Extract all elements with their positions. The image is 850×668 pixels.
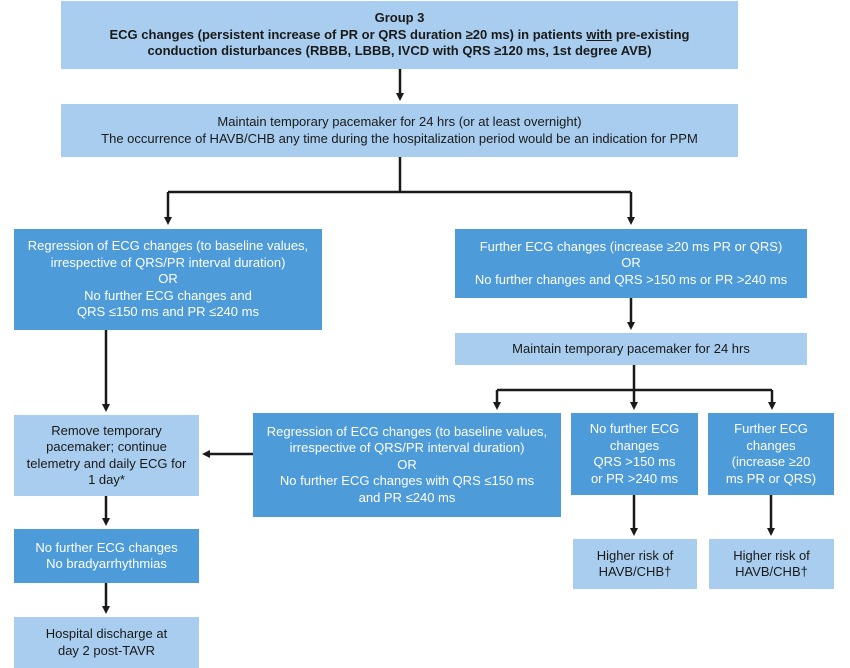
further-increase-line2: changes <box>746 437 796 453</box>
no-further-qrs-box: No further ECG changes QRS >150 ms or PR… <box>571 413 698 495</box>
higher-risk-1-line1: Higher risk of <box>596 547 674 563</box>
regression-mid-line5: and PR ≤240 ms <box>358 489 456 505</box>
remove-pacemaker-line2: pacemaker; continue <box>46 439 167 454</box>
regression-left-line2: irrespective of QRS/PR interval duration… <box>50 254 286 270</box>
regression-left-line4: No further ECG changes and <box>84 287 252 303</box>
higher-risk-2-line1: Higher risk of <box>733 547 810 563</box>
discharge-line2: day 2 post-TAVR <box>57 642 156 658</box>
regression-left-line1: Regression of ECG changes (to baseline v… <box>27 238 309 254</box>
discharge-box: Hospital discharge at day 2 post-TAVR <box>14 617 199 668</box>
further-changes-or: OR <box>621 255 641 271</box>
maintain-24-text: Maintain temporary pacemaker for 24 hrs <box>512 340 750 356</box>
group3-conditions: conduction disturbances (RBBB, LBBB, IVC… <box>147 43 652 59</box>
group3-criteria: ECG changes (persistent increase of PR o… <box>109 26 690 42</box>
no-further-qrs-line1: No further ECG <box>589 421 680 436</box>
higher-risk-box-1: Higher risk of HAVB/CHB† <box>573 539 697 589</box>
further-changes-line3: No further changes and QRS >150 ms or PR… <box>474 271 788 287</box>
remove-pacemaker-box: Remove temporary pacemaker; continue tel… <box>14 415 199 496</box>
no-brady-line2: No bradyarrhythmias <box>46 556 167 571</box>
further-increase-line4: ms PR or QRS) <box>725 470 817 486</box>
group3-box: Group 3 ECG changes (persistent increase… <box>61 1 738 69</box>
maintain-24-box: Maintain temporary pacemaker for 24 hrs <box>455 333 807 365</box>
group3-title: Group 3 <box>374 10 425 26</box>
further-increase-line3: (increase ≥20 <box>731 454 811 469</box>
maintain-overnight-line2: The occurrence of HAVB/CHB any time duri… <box>101 130 698 146</box>
regression-mid-or: OR <box>397 456 417 472</box>
regression-left-or: OR <box>158 271 178 287</box>
discharge-line1: Hospital discharge at <box>45 626 168 641</box>
higher-risk-1-line2: HAVB/CHB† <box>598 564 672 579</box>
regression-mid-box: Regression of ECG changes (to baseline v… <box>253 413 561 517</box>
remove-pacemaker-line3: telemetry and daily ECG for <box>26 455 187 471</box>
no-further-qrs-line3: QRS >150 ms <box>593 454 676 469</box>
no-further-qrs-line2: changes <box>609 437 660 453</box>
further-changes-line1: Further ECG changes (increase ≥20 ms PR … <box>479 238 783 254</box>
maintain-overnight-line1: Maintain temporary pacemaker for 24 hrs … <box>217 114 582 129</box>
further-changes-box: Further ECG changes (increase ≥20 ms PR … <box>455 229 807 298</box>
regression-mid-line4: No further ECG changes with QRS ≤150 ms <box>279 473 535 489</box>
further-increase-box: Further ECG changes (increase ≥20 ms PR … <box>708 413 834 495</box>
remove-pacemaker-line4: 1 day* <box>88 472 125 487</box>
regression-mid-line2: irrespective of QRS/PR interval duration… <box>289 440 525 456</box>
higher-risk-2-line2: HAVB/CHB† <box>735 564 808 579</box>
no-further-qrs-line4: or PR >240 ms <box>590 470 679 486</box>
no-brady-line1: No further ECG changes <box>35 539 178 555</box>
further-increase-line1: Further ECG <box>734 421 808 436</box>
no-brady-box: No further ECG changes No bradyarrhythmi… <box>14 529 199 583</box>
maintain-overnight-box: Maintain temporary pacemaker for 24 hrs … <box>61 104 738 157</box>
regression-left-box: Regression of ECG changes (to baseline v… <box>14 229 322 330</box>
regression-left-line5: QRS ≤150 ms and PR ≤240 ms <box>77 304 259 320</box>
regression-mid-line1: Regression of ECG changes (to baseline v… <box>266 423 548 439</box>
remove-pacemaker-line1: Remove temporary <box>51 422 162 438</box>
higher-risk-box-2: Higher risk of HAVB/CHB† <box>709 539 834 589</box>
